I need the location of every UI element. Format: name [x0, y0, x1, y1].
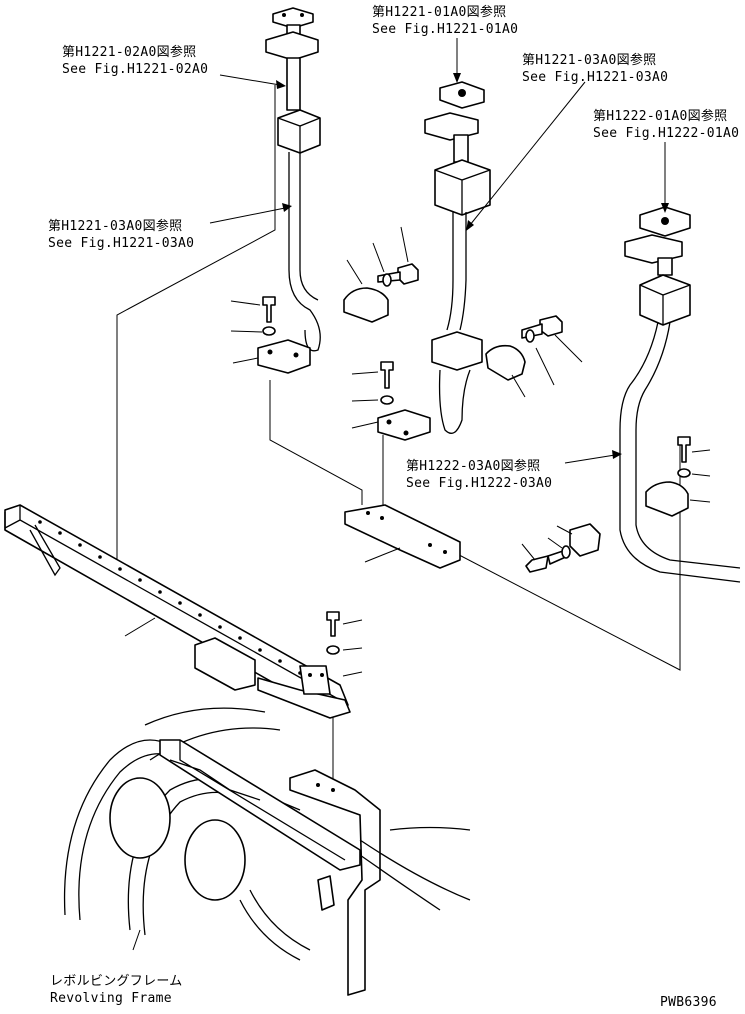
callout-h1221-01a0: 第H1221-01A0図参照 See Fig.H1221-01A0: [372, 4, 518, 38]
guide-rail: [4, 504, 363, 719]
callout-en: See Fig.H1222-01A0: [593, 126, 740, 141]
callout-en: See Fig.H1221-03A0: [48, 236, 195, 251]
hose-assembly-right: [521, 206, 741, 583]
callout-jp: 第H1221-03A0図参照: [522, 53, 657, 68]
callout-jp: 第H1221-01A0図参照: [372, 5, 507, 20]
callout-en: See Fig.H1221-01A0: [372, 22, 519, 37]
callout-jp: 第H1222-03A0図参照: [406, 459, 541, 474]
hose-assembly-left: [230, 7, 419, 374]
revolving-frame-label: レボルビングフレーム Revolving Frame: [50, 973, 183, 1007]
revolving-frame: [63, 707, 471, 996]
callout-jp: 第H1221-02A0図参照: [62, 45, 197, 60]
callout-h1221-02a0: 第H1221-02A0図参照 See Fig.H1221-02A0: [62, 44, 208, 78]
drawing-id: PWB6396: [660, 995, 717, 1010]
hose-assembly-middle: [351, 81, 583, 441]
callout-arrows: [209, 38, 669, 464]
callout-h1221-03a0-top: 第H1221-03A0図参照 See Fig.H1221-03A0: [522, 52, 668, 86]
callout-en: See Fig.H1222-03A0: [406, 476, 553, 491]
frame-label-en: Revolving Frame: [50, 991, 172, 1006]
callout-en: See Fig.H1221-02A0: [62, 62, 209, 77]
callout-h1221-03a0-left: 第H1221-03A0図参照 See Fig.H1221-03A0: [48, 218, 194, 252]
callout-h1222-03a0: 第H1222-03A0図参照 See Fig.H1222-03A0: [406, 458, 552, 492]
callout-en: See Fig.H1221-03A0: [522, 70, 669, 85]
frame-label-jp: レボルビングフレーム: [50, 974, 183, 989]
callout-h1222-01a0: 第H1222-01A0図参照 See Fig.H1222-01A0: [593, 108, 739, 142]
mounting-plate: [344, 504, 461, 569]
callout-jp: 第H1222-01A0図参照: [593, 109, 728, 124]
callout-jp: 第H1221-03A0図参照: [48, 219, 183, 234]
reference-lines: [116, 85, 681, 790]
